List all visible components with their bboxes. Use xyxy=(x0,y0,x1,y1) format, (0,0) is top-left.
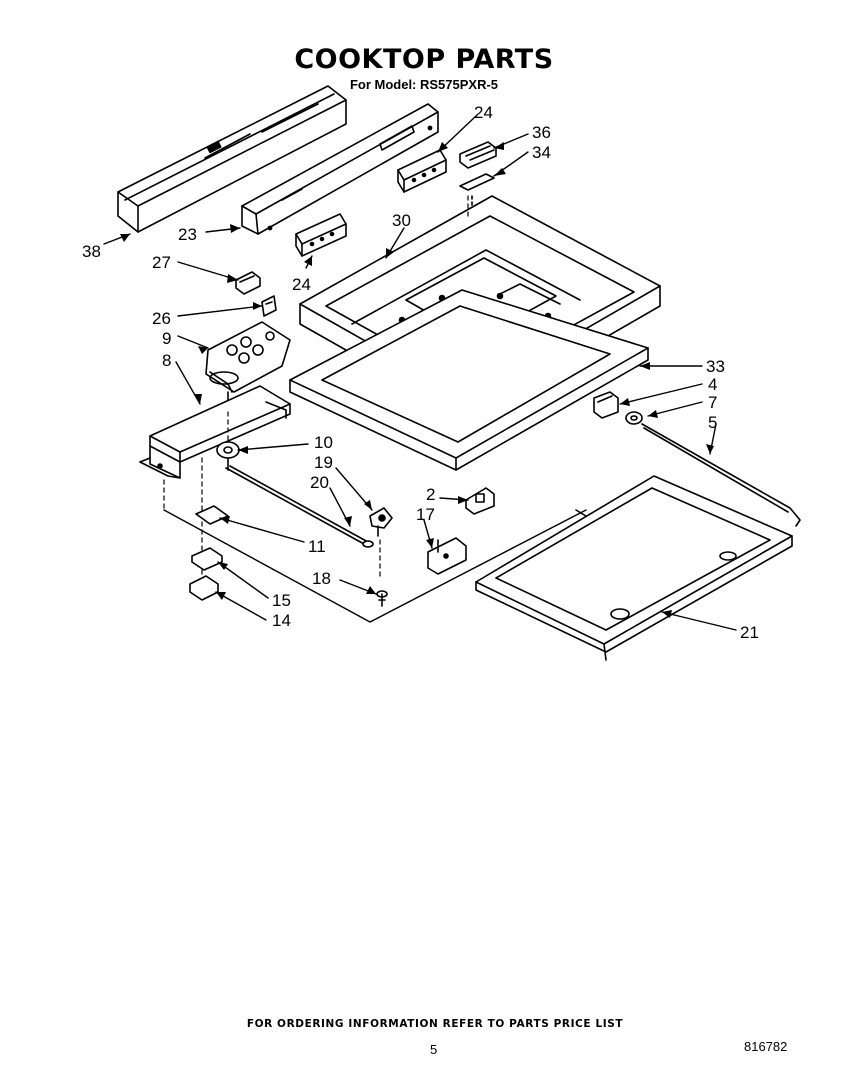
part-7-connector xyxy=(625,411,643,425)
ordering-info-note: FOR ORDERING INFORMATION REFER TO PARTS … xyxy=(246,1018,624,1030)
callout-14: 14 xyxy=(272,611,291,630)
part-14-clip xyxy=(189,575,219,601)
part-36-switch xyxy=(459,141,497,169)
callout-11: 11 xyxy=(308,537,326,556)
assembly-guide-lines xyxy=(163,195,469,595)
callout-2: 2 xyxy=(426,485,435,504)
page-number: 5 xyxy=(430,1042,438,1057)
part-26-clip xyxy=(261,295,277,317)
callout-18: 18 xyxy=(312,569,331,588)
page-title: COOKTOP PARTS xyxy=(294,44,554,75)
model-subtitle: For Model: RS575PXR-5 xyxy=(349,77,499,92)
callout-27: 27 xyxy=(152,253,171,272)
part-8-mounting-bracket xyxy=(139,385,291,479)
part-21-drip-pan xyxy=(475,475,793,661)
part-23-bracket xyxy=(241,103,439,235)
part-19-switch xyxy=(369,507,393,537)
part-17-bracket xyxy=(427,537,467,575)
callout-21: 21 xyxy=(740,623,759,642)
part-2-bracket xyxy=(465,487,495,515)
callout-34: 34 xyxy=(532,143,551,162)
callout-5: 5 xyxy=(708,413,717,432)
callout-33: 33 xyxy=(706,357,725,376)
callout-23: 23 xyxy=(178,225,197,244)
part-11-plate xyxy=(195,505,229,525)
callout-17: 17 xyxy=(416,505,435,524)
callout-7: 7 xyxy=(708,393,717,412)
callout-30: 30 xyxy=(392,211,411,230)
callout-24-lower: 24 xyxy=(292,275,311,294)
document-number: 816782 xyxy=(744,1039,788,1054)
part-10-grommet xyxy=(216,441,240,471)
base-outline xyxy=(163,509,587,623)
callout-36: 36 xyxy=(532,123,551,142)
callout-8: 8 xyxy=(162,351,171,370)
callout-labels: 38 23 24 24 36 34 30 27 26 9 8 33 4 7 5 … xyxy=(82,103,759,642)
part-24-switch-block-lower xyxy=(295,213,347,257)
callout-10: 10 xyxy=(314,433,333,452)
callout-26: 26 xyxy=(152,309,171,328)
part-5-cord xyxy=(641,423,801,527)
part-38-trim-strip xyxy=(117,85,347,233)
part-33-gasket-panel xyxy=(289,289,649,471)
callout-20: 20 xyxy=(310,473,329,492)
part-20-rod xyxy=(225,465,374,548)
part-18-screw xyxy=(376,590,388,607)
part-9-control-assembly xyxy=(205,321,291,411)
part-27-clip xyxy=(235,271,261,295)
callout-15: 15 xyxy=(272,591,291,610)
part-24-switch-block-upper xyxy=(397,149,447,193)
leader-lines xyxy=(103,115,737,631)
part-15-clip xyxy=(191,547,223,571)
callout-4: 4 xyxy=(708,375,717,394)
callout-19: 19 xyxy=(314,453,333,472)
callout-24-upper: 24 xyxy=(474,103,493,122)
leader-arrowheads xyxy=(120,142,714,618)
callout-38: 38 xyxy=(82,242,101,261)
callout-9: 9 xyxy=(162,329,171,348)
part-4-terminal-block xyxy=(593,391,619,419)
